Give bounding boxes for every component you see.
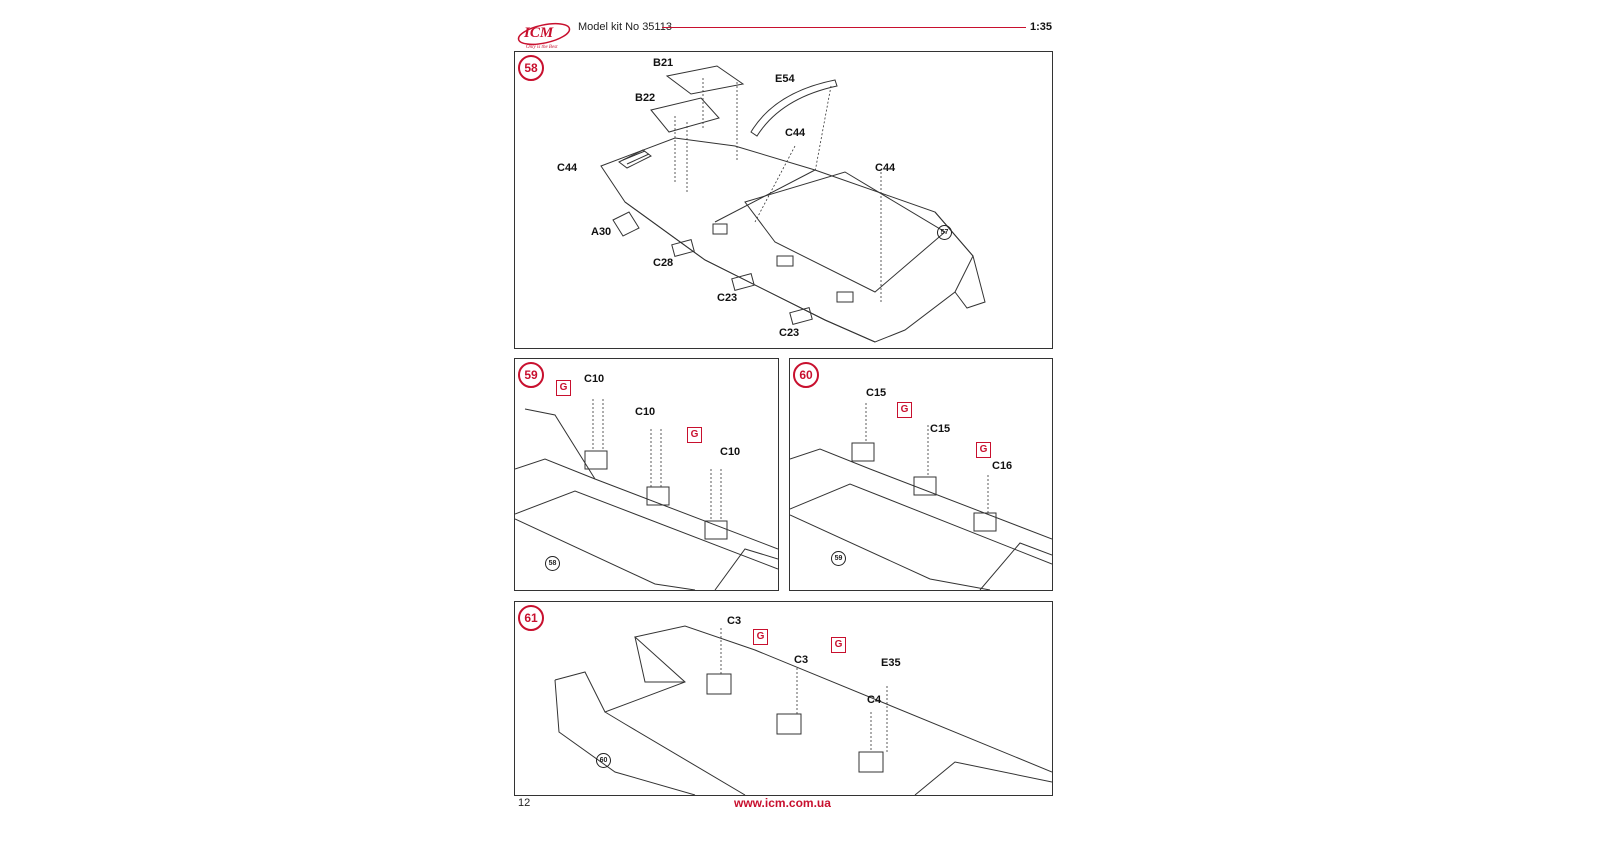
glue-mark: G <box>687 427 702 443</box>
glue-mark: G <box>897 402 912 418</box>
step-61-panel: 61 G G C3 C3 E35 C4 60 <box>514 601 1053 796</box>
glue-mark: G <box>556 380 571 396</box>
glue-mark: G <box>753 629 768 645</box>
part-label-c3: C3 <box>727 615 742 627</box>
svg-text:Only is the Best: Only is the Best <box>526 45 558 50</box>
part-label-a30: A30 <box>591 226 612 238</box>
step-58-panel: 58 B21 B22 E54 C44 C44 C44 A30 C28 C23 C… <box>514 51 1053 349</box>
part-label-c44: C44 <box>875 162 896 174</box>
part-label-e35: E35 <box>881 657 901 669</box>
step-58-drawing <box>600 65 986 343</box>
part-label-c16: C16 <box>992 460 1013 472</box>
part-label-c10: C10 <box>720 446 741 458</box>
part-label-c28: C28 <box>653 257 674 269</box>
step-61-drawing <box>554 625 1052 795</box>
svg-text:ICM: ICM <box>523 25 554 41</box>
icm-logo: ICM Only is the Best <box>516 17 572 51</box>
step-reference-badge: 58 <box>545 556 560 571</box>
step-number-badge: 59 <box>518 362 544 388</box>
step-reference-badge: 59 <box>831 551 846 566</box>
step-reference-badge: 60 <box>596 753 611 768</box>
header-divider <box>662 27 1026 28</box>
model-kit-number: Model kit No 35113 <box>578 21 672 33</box>
part-label-c23: C23 <box>717 292 738 304</box>
part-label-c4: C4 <box>867 694 882 706</box>
part-label-c15: C15 <box>930 423 951 435</box>
part-label-c23: C23 <box>779 327 800 339</box>
glue-mark: G <box>831 637 846 653</box>
step-number-badge: 60 <box>793 362 819 388</box>
part-label-c15: C15 <box>866 387 887 399</box>
step-number-badge: 58 <box>518 55 544 81</box>
part-label-c44: C44 <box>557 162 578 174</box>
glue-mark: G <box>976 442 991 458</box>
page-number: 12 <box>518 797 531 809</box>
part-label-b22: B22 <box>635 92 656 104</box>
step-59-panel: 59 G G C10 C10 C10 58 <box>514 358 779 591</box>
part-label-c10: C10 <box>584 373 605 385</box>
scale-label: 1:35 <box>1030 21 1053 33</box>
footer-website-link[interactable]: www.icm.com.ua <box>734 796 831 810</box>
step-59-drawing <box>515 399 778 590</box>
step-60-drawing <box>790 403 1052 590</box>
part-label-c3: C3 <box>794 654 809 666</box>
step-reference-badge: 57 <box>937 225 952 240</box>
part-label-b21: B21 <box>653 57 674 69</box>
part-label-c44: C44 <box>785 127 806 139</box>
step-60-panel: 60 G G C15 C15 C16 59 <box>789 358 1053 591</box>
part-label-c10: C10 <box>635 406 656 418</box>
step-number-badge: 61 <box>518 605 544 631</box>
part-label-e54: E54 <box>775 73 795 85</box>
